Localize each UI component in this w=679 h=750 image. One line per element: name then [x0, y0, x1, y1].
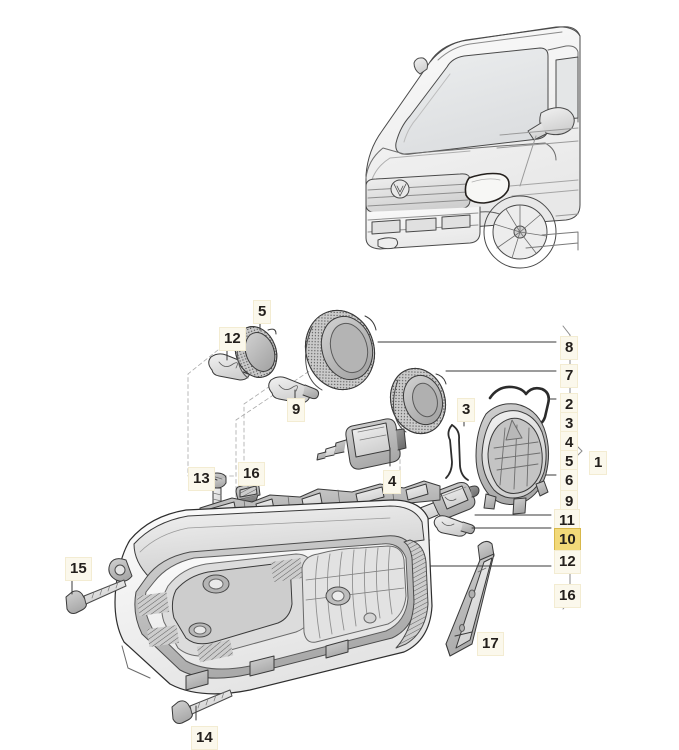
callout-12-bulb-w5w[interactable]: 12 [219, 327, 246, 351]
callout-16-retaining-clip[interactable]: 16 [554, 584, 581, 608]
callout-9-indicator-bulb[interactable]: 9 [287, 398, 306, 422]
callout-1-headlight-assembly-group[interactable]: 1 [589, 451, 608, 475]
part-bulb-cover-cap-8 [305, 309, 377, 391]
part-side-light-bulb-10 [433, 515, 476, 537]
callout-9-indicator-bulb[interactable]: 9 [560, 490, 579, 514]
callout-10-side-light-bulb[interactable]: 10 [554, 528, 581, 552]
part-adjustment-motor-4 [316, 418, 407, 470]
callout-8-bulb-cover-cap-large[interactable]: 8 [560, 336, 579, 360]
part-spring-clip-3 [445, 424, 469, 481]
callout-13-screw[interactable]: 13 [188, 467, 215, 491]
part-headlight-housing-main [108, 499, 433, 695]
part-trim-strip-17 [445, 540, 495, 657]
part-bulb-9 [268, 376, 320, 404]
leader-17 [454, 631, 473, 637]
callout-14-bolt-bottom[interactable]: 14 [191, 726, 218, 750]
callout-17-trim-sealing-strip[interactable]: 17 [477, 632, 504, 656]
part-bolt-14 [171, 689, 233, 724]
part-rear-cover-6 [475, 403, 550, 515]
callout-12-bulb-w5w[interactable]: 12 [554, 550, 581, 574]
part-bulb-cover-cap-7 [389, 367, 447, 435]
callout-15-bolt-left[interactable]: 15 [65, 557, 92, 581]
callout-5-bulb-holder-cap[interactable]: 5 [253, 300, 272, 324]
callout-16-retaining-clip[interactable]: 16 [238, 462, 265, 486]
callout-6-rear-cover-housing[interactable]: 6 [560, 469, 579, 493]
callout-3-bulb-retaining-spring-clip[interactable]: 3 [457, 398, 476, 422]
callout-4-headlight-range-adjustment-motor[interactable]: 4 [383, 470, 402, 494]
callout-7-bulb-cover-cap-small[interactable]: 7 [560, 364, 579, 388]
part-bolt-15 [65, 579, 127, 614]
